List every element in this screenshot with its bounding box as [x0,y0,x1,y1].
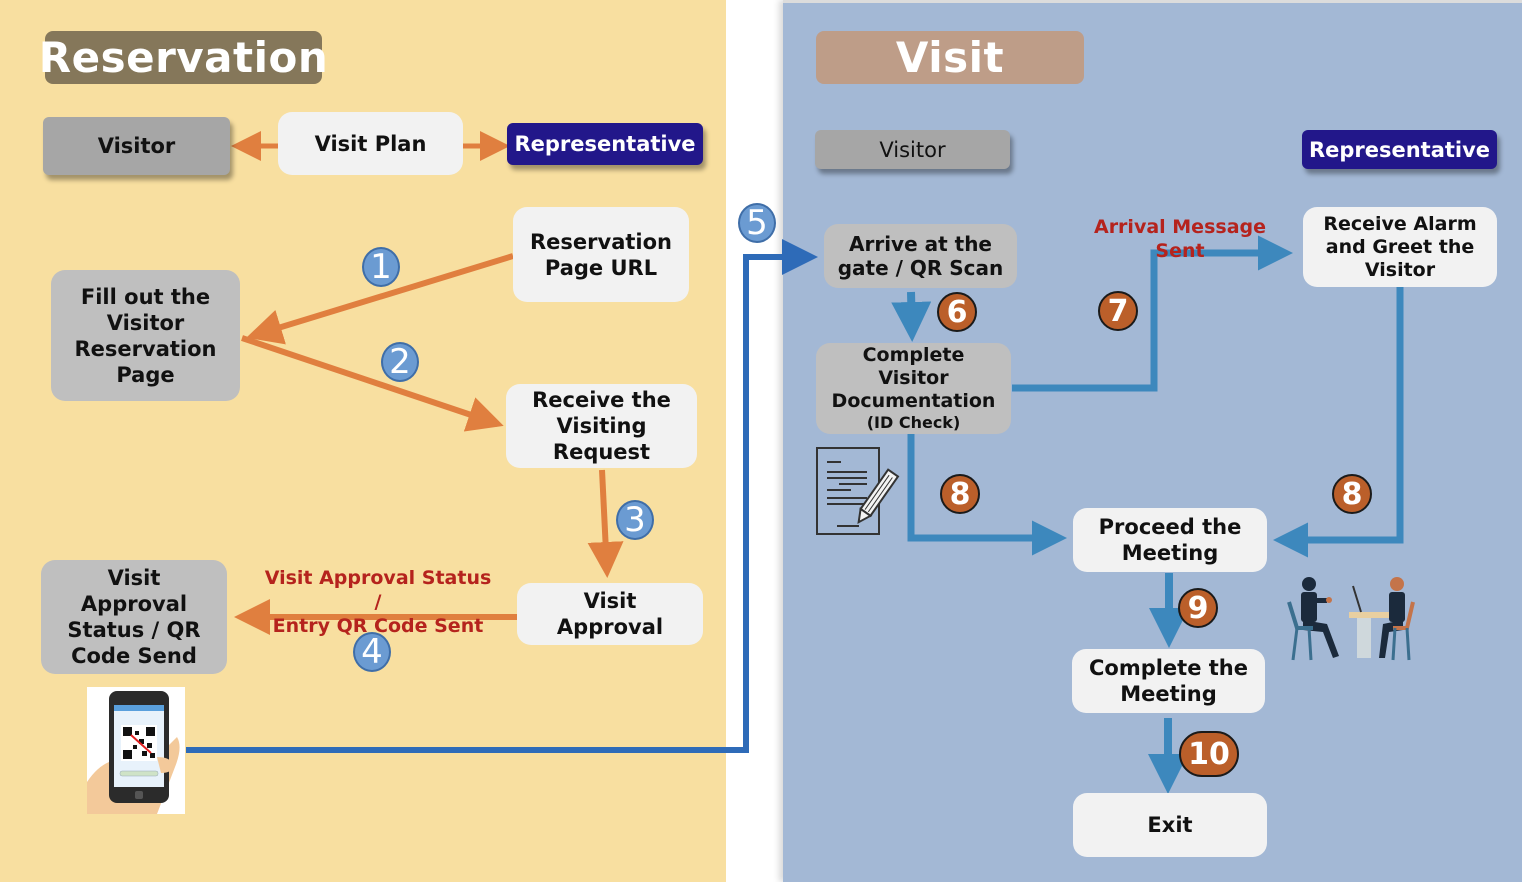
qr-phone-scan-icon [87,687,185,814]
document-pencil-icon [815,446,901,536]
arrow-step-8-right [1273,287,1404,558]
step-badge-9: 9 [1178,588,1218,628]
arrow-step-8-left [907,434,1067,556]
complete-meeting-node: Complete the Meeting [1072,649,1265,713]
visit-visitor-role: Visitor [815,130,1010,169]
arrow-step-1 [246,253,514,345]
id-check-text: (ID Check) [866,413,961,432]
step-badge-2: 2 [381,342,419,382]
complete-documentation-text: Complete Visitor Documentation [831,344,996,412]
visit-representative-role: Representative [1302,130,1497,169]
step-badge-3: 3 [616,500,654,540]
exit-node: Exit [1073,793,1267,857]
step-badge-8-right: 8 [1332,474,1372,514]
representative-role: Representative [507,123,703,165]
arrow-step-2 [241,335,504,432]
approval-status-node: Visit Approval Status / QR Code Send [41,560,227,674]
step-badge-8-left: 8 [940,474,980,514]
proceed-meeting-node: Proceed the Meeting [1073,508,1267,572]
reservation-page-url-node: Reservation Page URL [513,207,689,302]
arrow-step-5 [186,239,818,753]
visit-title: Visit [816,31,1084,84]
step-badge-10: 10 [1179,731,1239,777]
receive-alarm-node: Receive Alarm and Greet the Visitor [1303,207,1497,287]
visitor-role: Visitor [43,117,230,175]
fill-out-reservation-node: Fill out the Visitor Reservation Page [51,270,240,401]
step-badge-5: 5 [738,203,776,243]
arrow-step-7 [1012,235,1293,392]
arrow-step-6 [891,291,932,342]
step-badge-1: 1 [362,247,400,287]
step-badge-7: 7 [1098,291,1138,331]
reservation-title: Reservation [38,31,329,84]
arrival-message-label: Arrival Message Sent [1093,216,1266,262]
step-badge-6: 6 [937,292,977,332]
complete-documentation-node: Complete Visitor Documentation (ID Check… [816,343,1011,434]
step-badge-4: 4 [353,632,391,672]
receive-request-node: Receive the Visiting Request [506,384,697,468]
arrive-gate-node: Arrive at the gate / QR Scan [824,224,1017,288]
visit-plan-node: Visit Plan [278,112,463,175]
visit-approval-node: Visit Approval [517,583,703,645]
approval-status-label: Visit Approval Status / Entry QR Code Se… [264,567,492,637]
meeting-people-icon [1283,572,1419,668]
arrow-step-3 [587,469,624,578]
